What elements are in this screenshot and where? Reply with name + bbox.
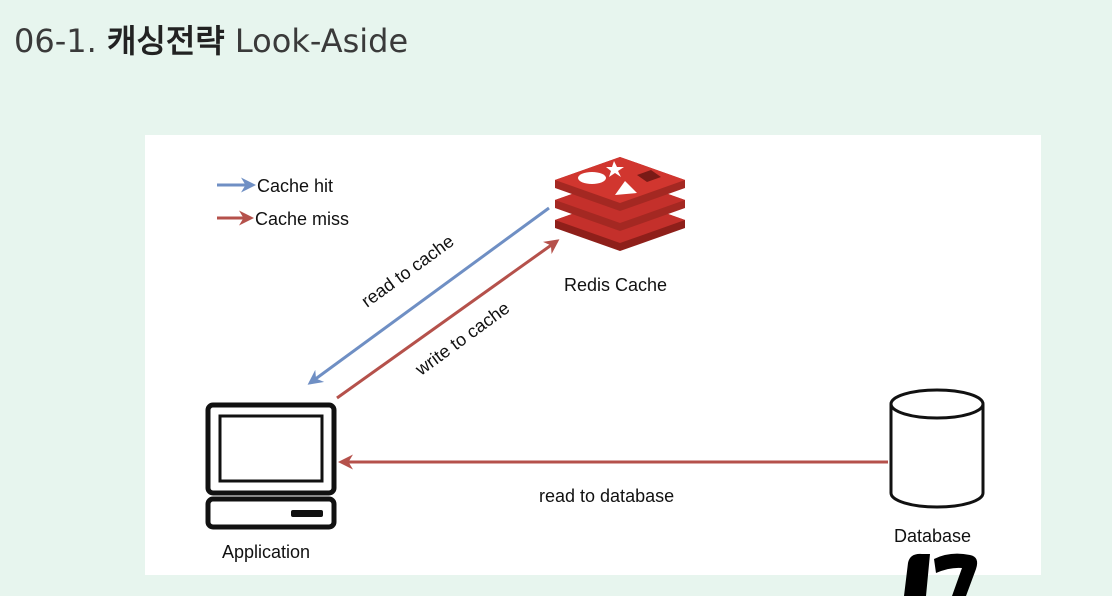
read-to-cache-arrow	[307, 206, 550, 385]
read-to-database-label: read to database	[539, 486, 674, 506]
title-korean: 캐싱전략	[106, 22, 225, 60]
application-label: Application	[222, 542, 310, 562]
computer-icon	[205, 402, 337, 530]
read-to-cache-label: read to cache	[358, 231, 458, 311]
database-icon	[889, 388, 985, 509]
brush-stroke	[904, 553, 978, 596]
page-title: 06-1. 캐싱전략 Look-Aside	[14, 16, 408, 62]
write-to-cache-arrow	[336, 239, 560, 400]
redis-cache-label: Redis Cache	[564, 275, 667, 295]
redis-logo-icon	[555, 157, 685, 251]
title-subtitle: Look-Aside	[234, 22, 409, 60]
diagram-canvas: Cache hit Cache miss Redis Cache read to…	[205, 157, 985, 562]
database-label: Database	[894, 526, 971, 546]
legend-hit-label: Cache hit	[257, 176, 333, 196]
legend-miss-label: Cache miss	[255, 209, 349, 229]
legend: Cache hit Cache miss	[217, 176, 349, 229]
title-number: 06-1.	[14, 22, 97, 60]
caching-diagram: Cache hit Cache miss Redis Cache read to…	[145, 135, 1041, 575]
